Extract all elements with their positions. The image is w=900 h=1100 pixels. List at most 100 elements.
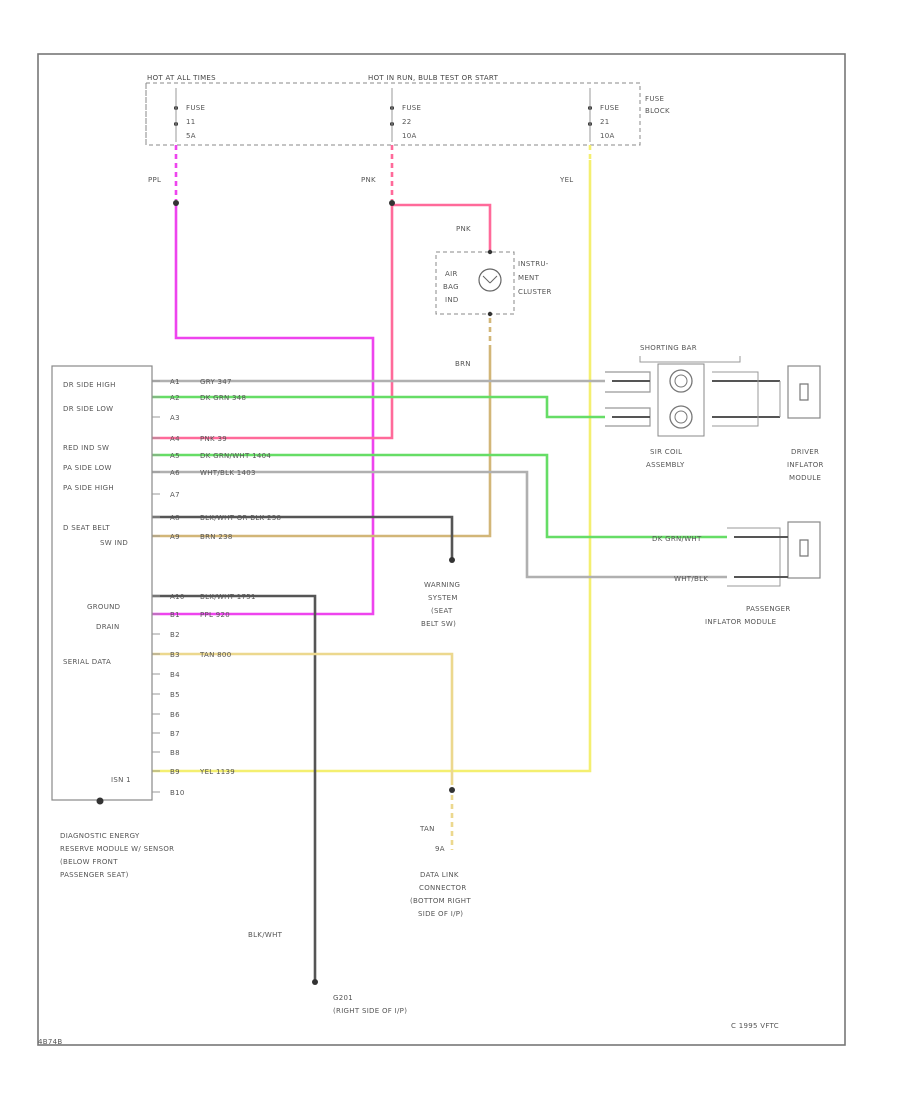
sir-coil-label-2: ASSEMBLY xyxy=(646,461,685,469)
brn-wire-label: BRN xyxy=(455,360,471,368)
yel-wire-label: YEL xyxy=(559,176,574,184)
sdm-pin-a5: A5 xyxy=(170,452,180,460)
svg-text:WARNING: WARNING xyxy=(424,581,460,589)
svg-text:INSTRU-: INSTRU- xyxy=(518,260,549,268)
sdm-pin-b9: B9 xyxy=(170,768,180,776)
wht-blk-1403-wire xyxy=(152,470,727,579)
sdm-caption-2: RESERVE MODULE W/ SENSOR xyxy=(60,845,174,853)
data-link-connector-caption: DATA LINK CONNECTOR (BOTTOM RIGHT SIDE O… xyxy=(410,871,471,918)
svg-text:PASSENGER: PASSENGER xyxy=(746,605,791,613)
fuse-block-label-1: FUSE xyxy=(645,95,664,103)
svg-text:DRAIN: DRAIN xyxy=(96,623,120,631)
blk-wht-238-wire xyxy=(152,515,454,558)
sdm-pin-b3: B3 xyxy=(170,651,180,659)
pnk-cluster-label: PNK xyxy=(456,225,471,233)
ground-g201-node xyxy=(312,979,318,985)
svg-text:CLUSTER: CLUSTER xyxy=(518,288,552,296)
svg-text:GROUND: GROUND xyxy=(87,603,120,611)
fuse-block-label-2: BLOCK xyxy=(645,107,670,115)
svg-text:MODULE: MODULE xyxy=(789,474,821,482)
sdm-pin-a1: A1 xyxy=(170,378,180,386)
data-link-pin: 9A xyxy=(435,845,445,853)
svg-text:CONNECTOR: CONNECTOR xyxy=(419,884,467,892)
svg-text:10A: 10A xyxy=(600,132,615,140)
svg-text:FUSE: FUSE xyxy=(402,104,421,112)
sdm-pin-wire-label: PNK 39 xyxy=(200,435,227,443)
ppl-wire: PPL xyxy=(148,145,375,616)
svg-text:INFLATOR: INFLATOR xyxy=(787,461,824,469)
ground-g201-caption: G201 (RIGHT SIDE OF I/P) xyxy=(333,994,407,1015)
diagram-frame xyxy=(37,53,846,1046)
sdm-pin-wire-label: DK GRN/WHT 1404 xyxy=(200,452,271,460)
svg-text:DR SIDE LOW: DR SIDE LOW xyxy=(63,405,113,413)
data-link-node xyxy=(449,787,455,793)
svg-text:SW IND: SW IND xyxy=(100,539,128,547)
sdm-pin-a10: A10 xyxy=(170,593,185,601)
svg-text:ISN 1: ISN 1 xyxy=(111,776,131,784)
fuse-11: FUSE 11 5A xyxy=(174,88,205,142)
svg-text:MENT: MENT xyxy=(518,274,540,282)
inflator-squib-icon xyxy=(799,383,809,401)
sdm-pin-wire-label: BRN 238 xyxy=(200,533,233,541)
sdm-pin-a9: A9 xyxy=(170,533,180,541)
sdm-caption-3: (BELOW FRONT xyxy=(60,858,118,866)
dk-grn-wht-1404-wire xyxy=(152,453,727,539)
sdm-pin-a4: A4 xyxy=(170,435,180,443)
svg-text:PA SIDE HIGH: PA SIDE HIGH xyxy=(63,484,114,492)
svg-text:D SEAT BELT: D SEAT BELT xyxy=(63,524,110,532)
svg-text:FUSE: FUSE xyxy=(186,104,205,112)
sdm-caption-1: DIAGNOSTIC ENERGY xyxy=(60,832,140,840)
pnk-wire: PNK PNK xyxy=(152,145,492,440)
hot-at-all-times-label: HOT AT ALL TIMES xyxy=(147,74,216,82)
svg-text:INFLATOR MODULE: INFLATOR MODULE xyxy=(705,618,776,626)
pnk-wire-label: PNK xyxy=(361,176,376,184)
warning-system-caption: WARNING SYSTEM (SEAT BELT SW) xyxy=(421,581,460,628)
svg-text:IND: IND xyxy=(445,296,459,304)
svg-text:22: 22 xyxy=(402,118,412,126)
blk-wht-ground-label: BLK/WHT xyxy=(248,931,283,939)
sdm-pin-wire-label: YEL 1139 xyxy=(199,768,235,776)
sdm-pin-a3: A3 xyxy=(170,414,180,422)
coil-bottom-icon xyxy=(669,405,693,429)
svg-text:DRIVER: DRIVER xyxy=(791,448,819,456)
instrument-cluster: AIR BAG IND INSTRU- MENT CLUSTER xyxy=(435,249,552,317)
fuse-22: FUSE 22 10A xyxy=(390,88,421,142)
tan-800-wire xyxy=(152,652,454,785)
sdm-pin-b10: B10 xyxy=(170,789,185,797)
shorting-bar-label: SHORTING BAR xyxy=(640,344,697,352)
sdm-pin-b8: B8 xyxy=(170,749,180,757)
passenger-inflator-module: DK GRN/WHT WHT/BLK PASSENGER INFLATOR MO… xyxy=(652,521,821,626)
sdm-pin-wire-label: PPL 920 xyxy=(200,611,230,619)
sdm-caption-4: PASSENGER SEAT) xyxy=(60,871,129,879)
sdm-pin-wire-label: GRY 347 xyxy=(200,378,232,386)
sdm-pin-b5: B5 xyxy=(170,691,180,699)
seat-belt-switch-node xyxy=(449,557,455,563)
svg-text:SIDE OF I/P): SIDE OF I/P) xyxy=(418,910,463,918)
svg-text:21: 21 xyxy=(600,118,610,126)
svg-text:DATA LINK: DATA LINK xyxy=(420,871,459,879)
sdm-pin-a6: A6 xyxy=(170,469,180,477)
svg-text:(BOTTOM RIGHT: (BOTTOM RIGHT xyxy=(410,897,471,905)
sdm-pin-a8: A8 xyxy=(170,514,180,522)
svg-text:SYSTEM: SYSTEM xyxy=(428,594,458,602)
svg-text:BELT SW): BELT SW) xyxy=(421,620,456,628)
svg-text:11: 11 xyxy=(186,118,196,126)
sdm-pin-wire-label: WHT/BLK 1403 xyxy=(200,469,256,477)
sdm-pin-wire-label: BLK/WHT 1751 xyxy=(200,593,256,601)
passenger-wire-2: WHT/BLK xyxy=(674,575,708,583)
yel-wire: YEL xyxy=(152,145,592,773)
sdm-pin-a7: A7 xyxy=(170,491,180,499)
svg-text:10A: 10A xyxy=(402,132,417,140)
hot-run-bulb-start-label: HOT IN RUN, BULB TEST OR START xyxy=(368,74,499,82)
sdm-pin-wire-label: BLK/WHT OR BLK 238 xyxy=(200,514,281,522)
tan-wire-label: TAN xyxy=(419,825,435,833)
sdm-pin-wire-label: TAN 800 xyxy=(199,651,231,659)
sir-coil-label-1: SIR COIL xyxy=(650,448,682,456)
svg-text:FUSE: FUSE xyxy=(600,104,619,112)
svg-text:RED IND SW: RED IND SW xyxy=(63,444,109,452)
sdm-pin-b2: B2 xyxy=(170,631,180,639)
sdm-pin-wire-label: DK GRN 348 xyxy=(200,394,246,402)
passenger-squib-icon xyxy=(799,539,809,557)
